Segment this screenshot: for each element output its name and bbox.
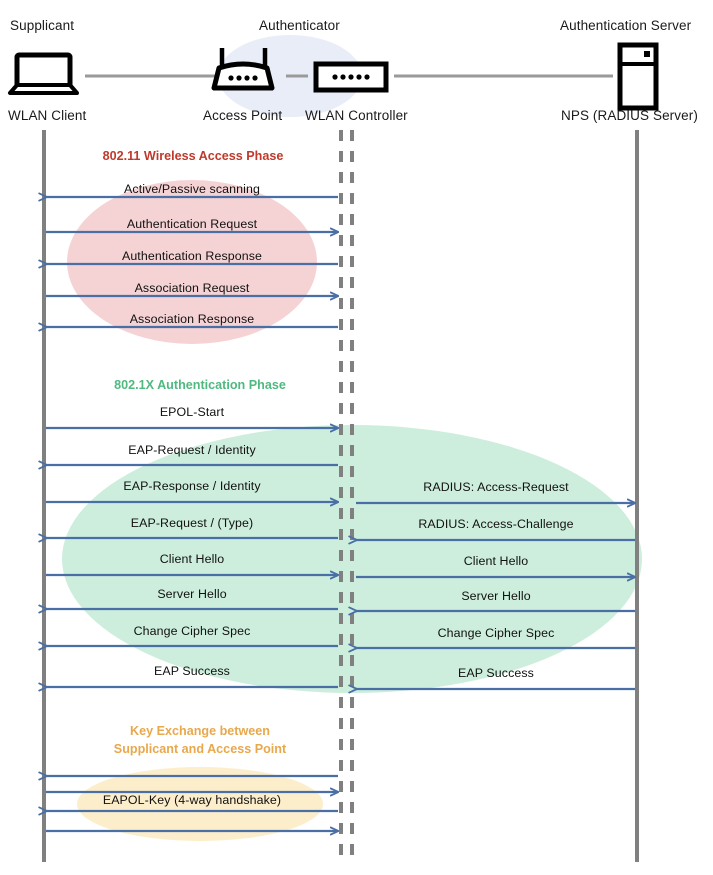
msg-label-radius-access-challenge: RADIUS: Access-Challenge bbox=[418, 517, 574, 531]
key-exchange-arrows bbox=[46, 776, 338, 831]
msg-label-change-cipher-spec-left: Change Cipher Spec bbox=[133, 624, 251, 638]
msg-label-epol-start: EPOL-Start bbox=[159, 405, 225, 419]
server-icon bbox=[617, 42, 659, 111]
actor-role-supplicant: Supplicant bbox=[10, 18, 75, 33]
msg-label-server-hello-right: Server Hello bbox=[461, 589, 531, 603]
phase-label-key-exchange-line2: Supplicant and Access Point bbox=[113, 742, 287, 756]
wireless-phase-ellipse bbox=[67, 180, 317, 344]
msg-label-client-hello-right: Client Hello bbox=[463, 554, 529, 568]
dot1x-left-arrows bbox=[46, 428, 338, 687]
msg-label-eap-request-type: EAP-Request / (Type) bbox=[130, 516, 254, 530]
actor-role-authentication-server: Authentication Server bbox=[560, 18, 692, 33]
actor-device-access-point: Access Point bbox=[203, 108, 283, 123]
dot1x-right-arrows bbox=[356, 503, 635, 689]
msg-label-authentication-response: Authentication Response bbox=[121, 249, 263, 263]
phase-label-dot1x-auth: 802.1X Authentication Phase bbox=[114, 378, 286, 392]
msg-label-eapol-key-4way-handshake: EAPOL-Key (4-way handshake) bbox=[102, 793, 282, 807]
phase-label-key-exchange-line1: Key Exchange between bbox=[130, 724, 270, 738]
wireless-arrows bbox=[46, 197, 338, 327]
actor-device-wlan-controller: WLAN Controller bbox=[305, 108, 408, 123]
actor-device-wlan-client: WLAN Client bbox=[8, 108, 87, 123]
access-point-icon bbox=[211, 48, 275, 91]
msg-label-client-hello-left: Client Hello bbox=[159, 552, 225, 566]
actor-role-authenticator: Authenticator bbox=[259, 18, 340, 33]
wlan-controller-icon bbox=[313, 61, 389, 93]
msg-label-association-response: Association Response bbox=[129, 312, 255, 326]
msg-label-eap-success-left: EAP Success bbox=[154, 664, 230, 678]
msg-label-association-request: Association Request bbox=[134, 281, 250, 295]
msg-label-authentication-request: Authentication Request bbox=[126, 217, 258, 231]
msg-label-active-passive-scanning: Active/Passive scanning bbox=[124, 182, 260, 196]
laptop-icon bbox=[8, 52, 79, 95]
msg-label-server-hello-left: Server Hello bbox=[157, 587, 227, 601]
msg-label-change-cipher-spec-right: Change Cipher Spec bbox=[437, 626, 555, 640]
key-exchange-phase-ellipse bbox=[77, 767, 323, 841]
msg-label-eap-request-identity: EAP-Request / Identity bbox=[128, 443, 256, 457]
msg-label-radius-access-request: RADIUS: Access-Request bbox=[423, 480, 569, 494]
phase-label-wireless-access: 802.11 Wireless Access Phase bbox=[102, 149, 284, 163]
actor-device-nps-radius-server: NPS (RADIUS Server) bbox=[561, 108, 698, 123]
msg-label-eap-response-identity: EAP-Response / Identity bbox=[123, 479, 261, 493]
msg-label-eap-success-right: EAP Success bbox=[458, 666, 534, 680]
